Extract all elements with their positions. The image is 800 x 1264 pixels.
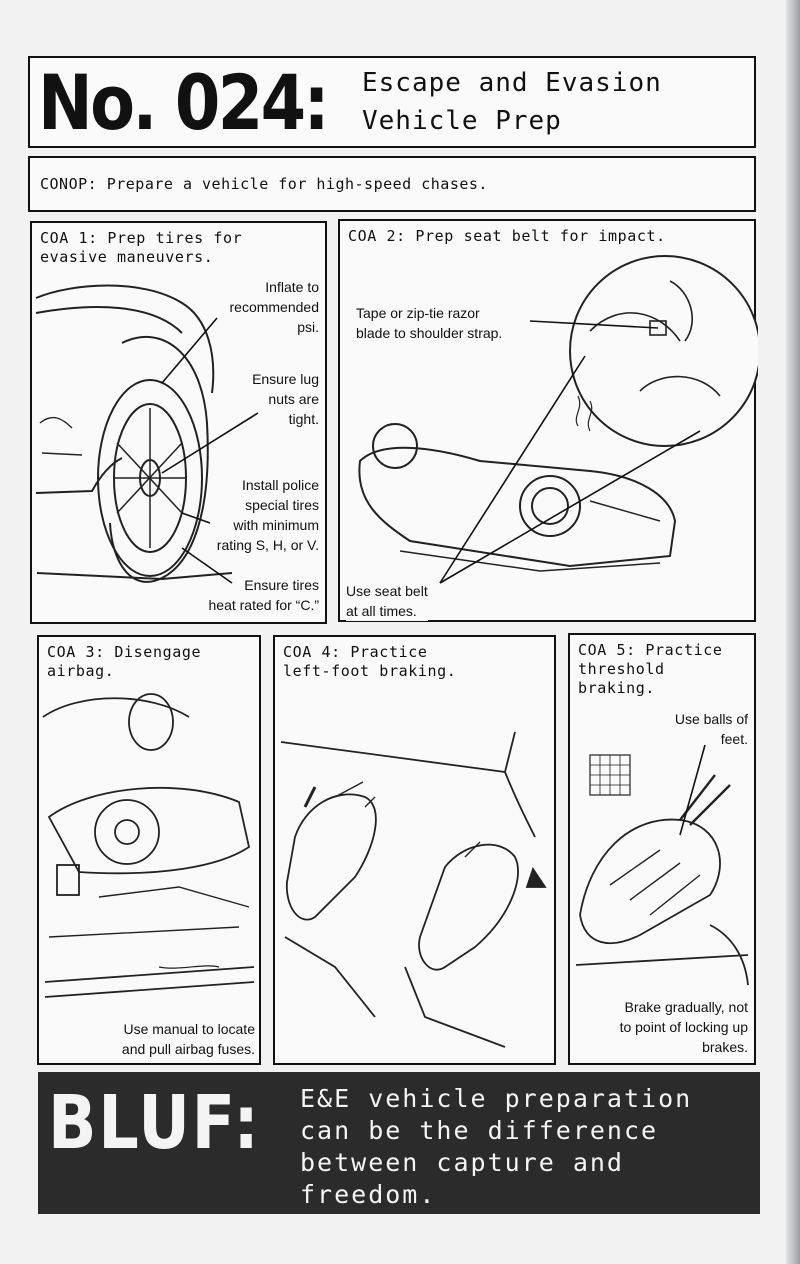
left-foot-braking-illustration bbox=[280, 731, 547, 1048]
title-banner: No. 024: Escape and Evasion Vehicle Prep bbox=[28, 56, 756, 148]
caption-brake-gradually: Brake gradually, not to point of locking… bbox=[619, 997, 748, 1057]
caption-lug-nuts: Ensure lug nuts are tight. bbox=[252, 371, 319, 427]
coa2-title: COA 2: Prep seat belt for impact. bbox=[348, 227, 666, 245]
bluf-line-3: between capture and bbox=[300, 1148, 624, 1177]
conop-text: CONOP: Prepare a vehicle for high-speed … bbox=[40, 175, 488, 193]
caption-seat-belt: Use seat belt at all times. bbox=[346, 581, 428, 621]
caption-inflate: Inflate to recommended psi. bbox=[229, 279, 320, 335]
dashboard-illustration bbox=[42, 693, 255, 998]
coa5-panel: COA 5: Practice threshold braking. Use b… bbox=[568, 633, 756, 1065]
caption-razor-blade: Tape or zip-tie razor blade to shoulder … bbox=[356, 303, 503, 343]
title-line-2: Vehicle Prep bbox=[362, 106, 562, 136]
bluf-banner: BLUF: E&E vehicle preparation can be the… bbox=[38, 1072, 760, 1214]
chapter-number: No. 024: bbox=[38, 58, 330, 147]
title-line-1: Escape and Evasion bbox=[362, 68, 662, 98]
tire-illustration bbox=[35, 284, 259, 584]
coa5-title: COA 5: Practice threshold braking. bbox=[578, 641, 723, 697]
caption-airbag-fuses: Use manual to locate and pull airbag fus… bbox=[121, 1019, 255, 1059]
coa4-panel: COA 4: Practice left-foot braking. bbox=[273, 635, 556, 1065]
page-edge-shade bbox=[786, 0, 800, 1264]
threshold-braking-illustration bbox=[575, 744, 749, 986]
bluf-line-2: can be the difference bbox=[300, 1116, 659, 1145]
coa2-panel: COA 2: Prep seat belt for impact. Tape o… bbox=[338, 219, 758, 622]
caption-police-tires: Install police special tires with minimu… bbox=[216, 477, 319, 553]
bluf-label: BLUF: bbox=[48, 1080, 261, 1166]
coa4-title: COA 4: Practice left-foot braking. bbox=[283, 643, 457, 680]
bluf-line-4: freedom. bbox=[300, 1180, 437, 1209]
coa3-panel: COA 3: Disengage airbag. Use manual to l… bbox=[37, 635, 261, 1065]
conop-box: CONOP: Prepare a vehicle for high-speed … bbox=[28, 156, 756, 212]
coa1-panel: COA 1: Prep tires for evasive maneuvers.… bbox=[30, 221, 327, 624]
overturned-car-illustration bbox=[358, 255, 758, 584]
bluf-line-1: E&E vehicle preparation bbox=[300, 1084, 693, 1113]
caption-balls-of-feet: Use balls of feet. bbox=[674, 711, 748, 747]
coa3-title: COA 3: Disengage airbag. bbox=[47, 643, 202, 680]
caption-heat-rating: Ensure tires heat rated for “C.” bbox=[208, 577, 320, 613]
coa1-title: COA 1: Prep tires for evasive maneuvers. bbox=[40, 229, 243, 266]
